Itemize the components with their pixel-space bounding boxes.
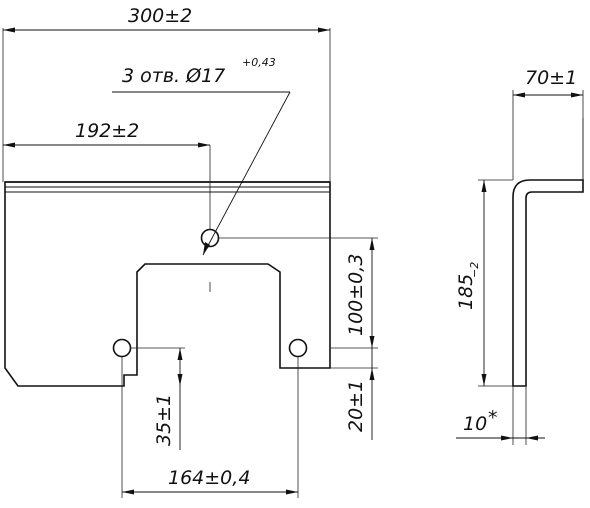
holes-callout-label: 3 отв. Ø17 (122, 65, 225, 87)
flange-width-label: 70±1 (525, 67, 577, 89)
front-view (4, 181, 331, 387)
holes-callout: 3 отв. Ø17 +0,43 (112, 56, 291, 256)
cutout-height-label: 100±0,3 (345, 254, 367, 336)
dim-bottom-offset: 20±1 (330, 348, 378, 440)
side-height-label: 185 (455, 274, 477, 310)
dim-cutout-height: 100±0,3 (218, 237, 378, 349)
dim-side-height: 185 −2 (455, 179, 513, 387)
side-height-tolerance: −2 (468, 262, 481, 278)
dim-thickness: 10 * (456, 386, 545, 445)
hole-right (288, 338, 308, 358)
angle-profile (512, 179, 584, 387)
plate-outline (4, 181, 331, 387)
thickness-mark: * (488, 407, 498, 429)
dim-hole-height: 35±1 (130, 347, 185, 450)
hole-height-label: 35±1 (153, 394, 175, 446)
dim-flange-width: 70±1 (512, 67, 584, 180)
bottom-offset-label: 20±1 (345, 380, 367, 432)
hole-position-label: 192±2 (75, 120, 139, 142)
hole-top (200, 228, 220, 248)
dim-hole-position: 192±2 (3, 120, 211, 230)
thickness-label: 10 (463, 413, 487, 435)
side-view (512, 118, 584, 387)
hole-left (112, 338, 132, 358)
dim-hole-spacing: 164±0,4 (121, 357, 299, 498)
overall-width-label: 300±2 (128, 5, 192, 27)
hole-spacing-label: 164±0,4 (168, 467, 250, 489)
dim-overall-width: 300±2 (2, 5, 331, 182)
holes-tolerance-label: +0,43 (242, 56, 276, 69)
